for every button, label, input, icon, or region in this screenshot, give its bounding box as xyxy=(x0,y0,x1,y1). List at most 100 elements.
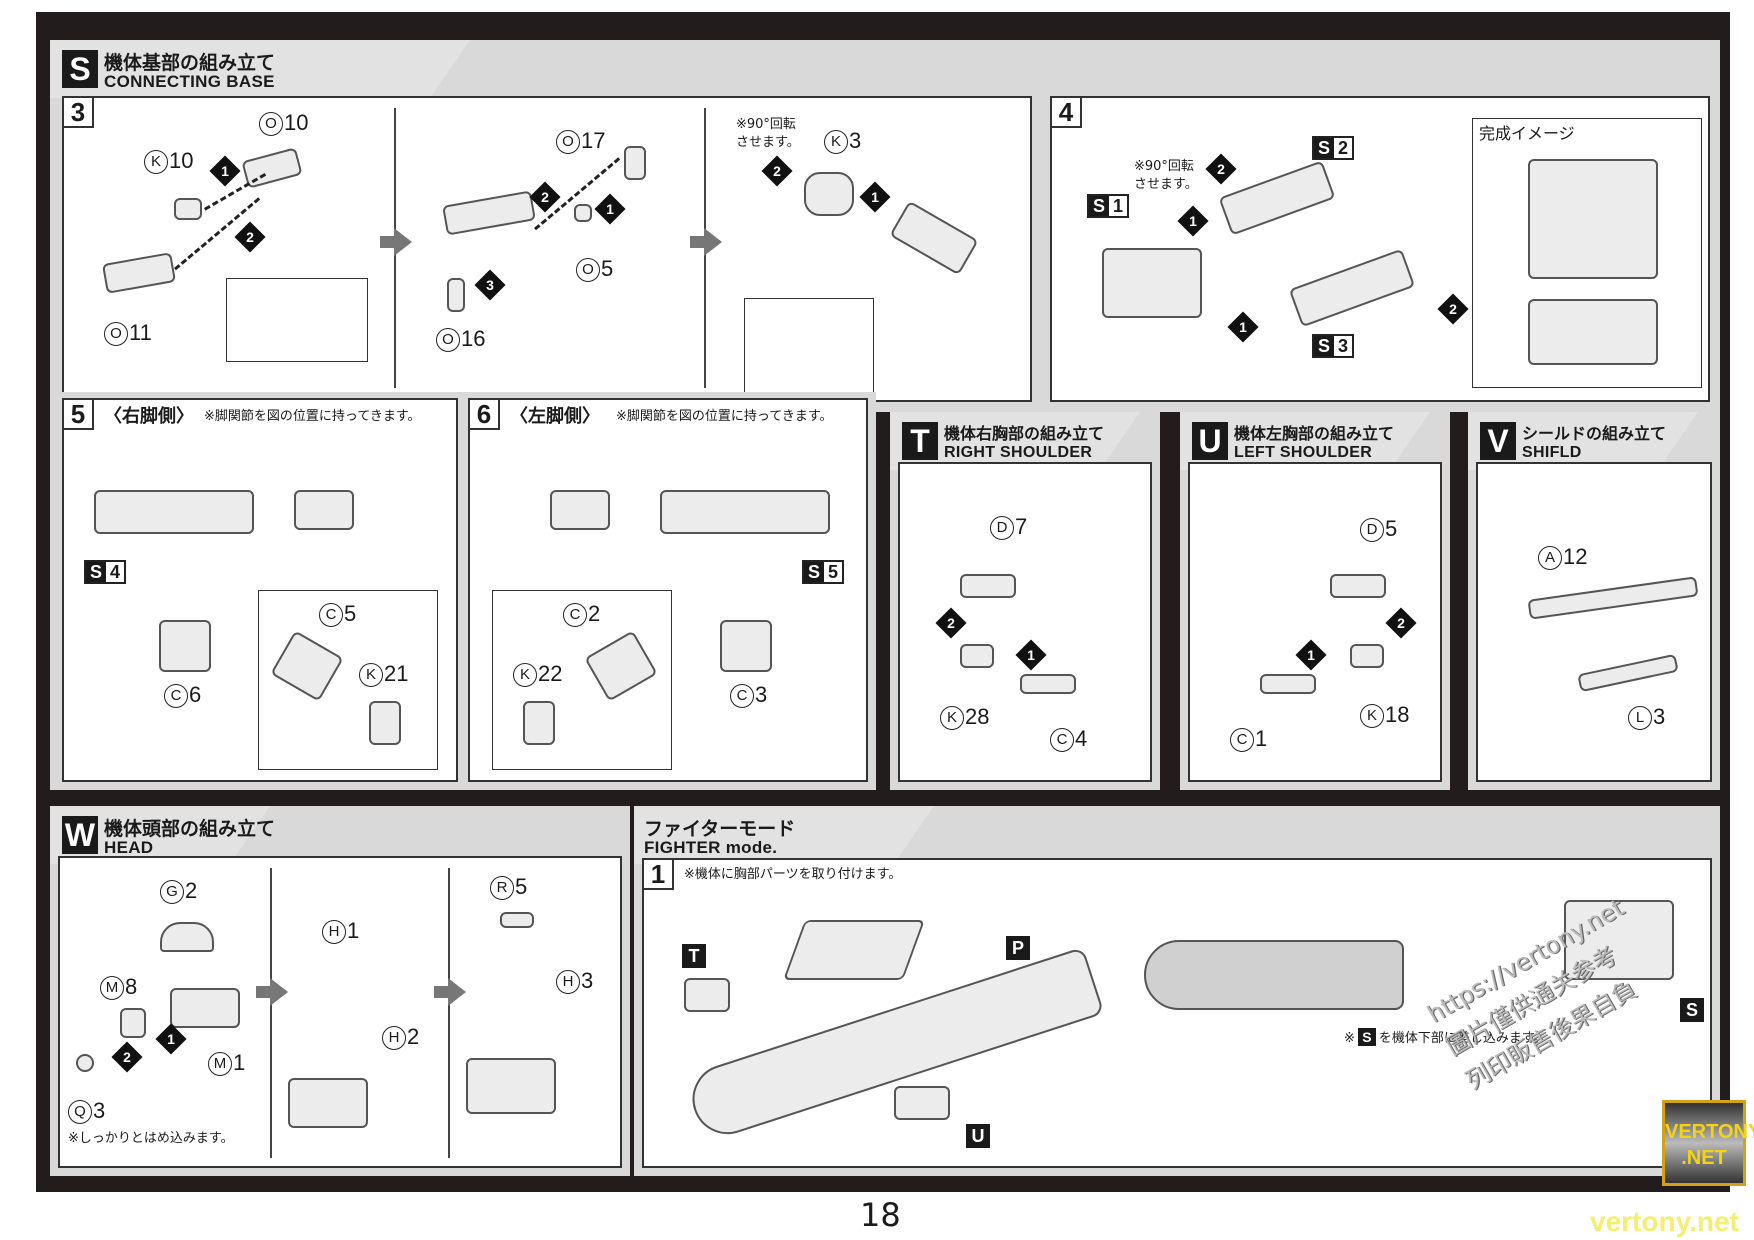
vertony-badge: VERTONY .NET xyxy=(1662,1100,1754,1186)
section-title-en: CONNECTING BASE xyxy=(104,72,275,91)
section-title-jp: 機体基部の組み立て xyxy=(104,52,276,74)
step-number: 5 xyxy=(62,398,94,430)
part-shape xyxy=(1528,159,1658,279)
section-letter: S xyxy=(62,50,98,88)
divider xyxy=(448,868,450,1158)
part-shape xyxy=(660,490,830,534)
part-shape xyxy=(574,204,592,222)
step-marker-3: 3 xyxy=(474,269,506,301)
step-title: 〈左脚側〉 xyxy=(510,406,600,427)
step-marker-2: 2 xyxy=(1205,153,1237,185)
part-shape xyxy=(960,644,994,668)
detail-callout xyxy=(744,298,874,394)
watermark-site: vertony.net xyxy=(1590,1206,1739,1237)
part-shape xyxy=(894,1086,950,1120)
complete-image-box: 完成イメージ xyxy=(1472,118,1702,388)
part-shape xyxy=(160,922,214,952)
step-note: ※脚関節を図の位置に持ってきます。 xyxy=(616,409,833,424)
part-shape xyxy=(624,146,646,180)
part-tag-p: P xyxy=(1006,936,1030,960)
part-shape xyxy=(466,1058,556,1114)
step-marker-2: 2 xyxy=(761,155,793,187)
aircraft-wing xyxy=(783,920,925,980)
part-shape xyxy=(584,630,658,702)
part-tag-u: U xyxy=(966,1124,990,1148)
section-title-en: RIGHT SHOULDER xyxy=(944,444,1093,461)
part-shape xyxy=(288,1078,368,1128)
rotate-note: ※90°回転 させます。 xyxy=(1134,159,1198,192)
step-marker-2: 2 xyxy=(1437,293,1469,325)
step-marker-2: 2 xyxy=(935,607,967,639)
step-marker-1: 1 xyxy=(594,193,626,225)
part-shape xyxy=(94,490,254,534)
part-shape xyxy=(1527,576,1699,620)
step-marker-2: 2 xyxy=(1385,607,1417,639)
step-marker-1: 1 xyxy=(155,1023,187,1055)
section-letter: W xyxy=(62,816,98,854)
part-shape xyxy=(550,490,610,530)
section-title-jp: 機体左胸部の組み立て xyxy=(1234,424,1395,443)
step-number: 1 xyxy=(642,858,674,890)
section-title-en: SHIFLD xyxy=(1522,444,1582,461)
part-shape xyxy=(1260,674,1316,694)
part-shape xyxy=(1528,299,1658,365)
complete-image-label: 完成イメージ xyxy=(1479,124,1575,143)
next-arrow-icon xyxy=(690,228,722,256)
part-shape xyxy=(1218,160,1336,236)
part-shape xyxy=(442,190,536,236)
step-marker-1: 1 xyxy=(1227,311,1259,343)
part-shape xyxy=(1350,644,1384,668)
detail-callout xyxy=(226,278,368,362)
part-shape xyxy=(1577,653,1679,693)
step-marker-1: 1 xyxy=(1295,639,1327,671)
part-shape xyxy=(960,574,1016,598)
part-shape xyxy=(804,172,854,216)
part-shape xyxy=(889,200,979,276)
part-shape xyxy=(720,620,772,672)
divider xyxy=(270,868,272,1158)
part-shape xyxy=(1020,674,1076,694)
next-arrow-icon xyxy=(256,978,288,1006)
part-shape xyxy=(1102,248,1202,318)
part-tag-t: T xyxy=(682,944,706,968)
step-marker-2: 2 xyxy=(529,181,561,213)
step-number: 4 xyxy=(1050,96,1082,128)
step-marker-1: 1 xyxy=(1177,205,1209,237)
section-title-jp: 機体右胸部の組み立て xyxy=(944,424,1105,443)
step-marker-1: 1 xyxy=(859,181,891,213)
section-title-en: FIGHTER mode. xyxy=(644,838,778,857)
part-shape xyxy=(500,912,534,928)
part-shape xyxy=(76,1054,94,1072)
part-shape xyxy=(1330,574,1386,598)
step-number: 6 xyxy=(468,398,500,430)
step-note: ※脚関節を図の位置に持ってきます。 xyxy=(204,409,421,424)
